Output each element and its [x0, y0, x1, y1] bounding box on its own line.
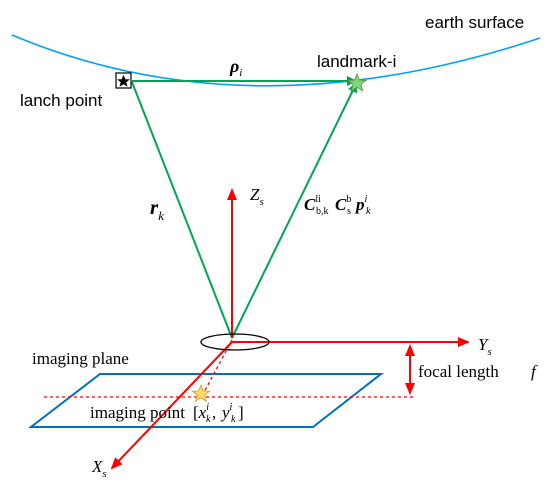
p-symbol: p	[354, 195, 365, 214]
rho-symbol: ρ	[229, 56, 239, 76]
imaging-plane	[28, 373, 384, 428]
x-axis-label: Xs	[91, 457, 107, 480]
c1-superscript: li	[315, 194, 321, 205]
xk-subscript: k	[206, 414, 211, 425]
yk-symbol: y	[220, 403, 230, 422]
landmark-label: landmark-i	[317, 52, 396, 71]
rho-subscript: i	[239, 67, 242, 79]
y-symbol: Y	[478, 335, 489, 354]
imaging-plane-label: imaging plane	[32, 349, 129, 368]
c2-superscript: b	[346, 194, 351, 205]
y-subscript: s	[487, 346, 491, 358]
imaging-point-text: imaging point	[90, 403, 185, 422]
z-subscript: s	[259, 196, 263, 208]
rho-label: ρi	[229, 56, 242, 79]
bracket-open: [	[193, 403, 199, 422]
c2-symbol: C	[335, 195, 347, 214]
x-symbol: X	[91, 457, 103, 476]
c1-subscript: b,k	[316, 206, 329, 217]
imaging-point-star-icon	[191, 383, 211, 403]
focal-length-label: focal length f	[418, 362, 538, 381]
yk-superscript: i	[230, 402, 233, 413]
launch-point-label: lanch point	[20, 91, 103, 110]
r-symbol: r	[150, 195, 159, 219]
focal-length-text: focal length	[418, 362, 499, 381]
earth-surface-curve	[11, 34, 541, 87]
launch-point-star-icon	[117, 74, 130, 87]
launch-point-box	[115, 72, 132, 89]
xk-superscript: i	[206, 402, 209, 413]
yk-subscript: k	[231, 414, 236, 425]
earth-surface-label: earth surface	[425, 13, 524, 32]
focal-length-symbol: f	[531, 362, 538, 381]
z-symbol: Z	[250, 185, 260, 204]
camera-lens	[200, 333, 270, 351]
x-axis	[110, 341, 233, 470]
p-superscript: i	[365, 194, 368, 205]
landmark-star-icon	[346, 72, 368, 92]
cp-vector	[231, 82, 357, 339]
z-axis-label: Zs	[250, 185, 264, 208]
c2-subscript: s	[347, 206, 351, 217]
r-subscript: k	[158, 208, 164, 223]
comma: ,	[212, 403, 216, 422]
y-axis-label: Ys	[478, 335, 492, 358]
c1-symbol: C	[304, 195, 316, 214]
projection-dashed-line	[201, 339, 233, 397]
p-subscript: k	[366, 206, 371, 217]
bracket-close: ]	[238, 403, 244, 422]
r-vector	[131, 81, 233, 339]
x-subscript: s	[102, 468, 106, 480]
xk-symbol: x	[198, 403, 207, 422]
r-label: rk	[150, 195, 164, 223]
